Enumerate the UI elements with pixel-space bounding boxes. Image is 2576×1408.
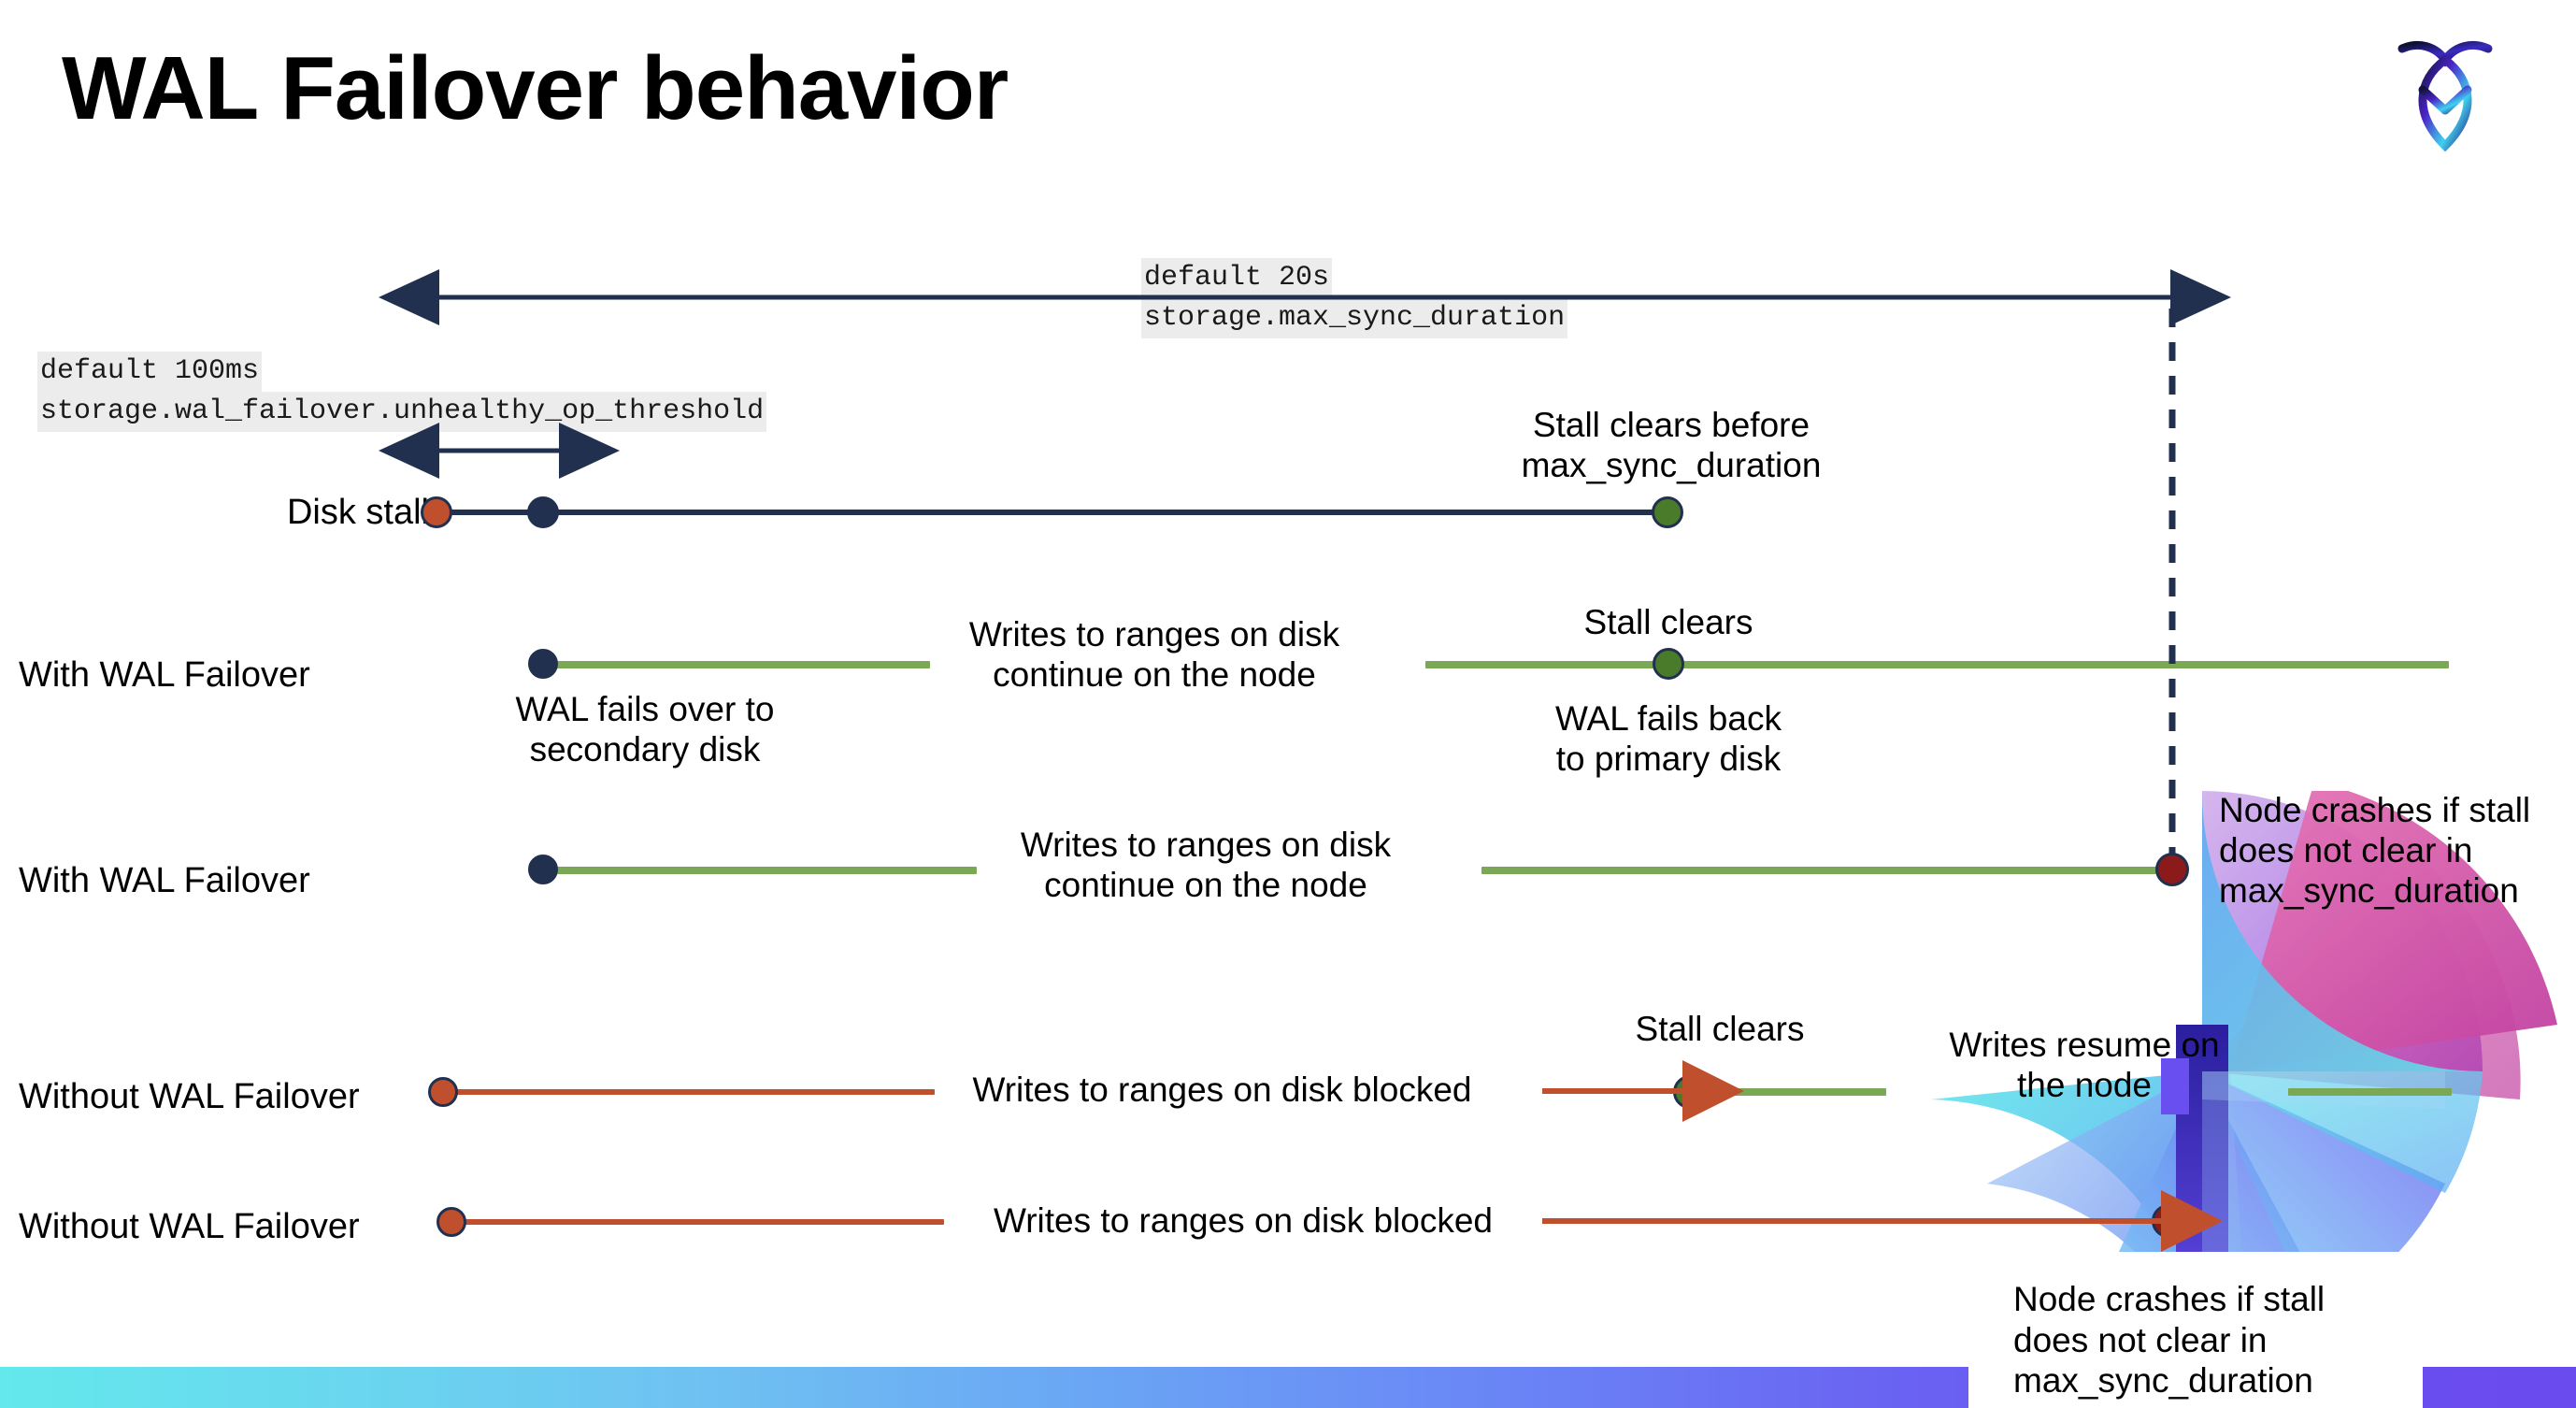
node-crash-dot-row5 (2152, 1204, 2185, 1238)
with-failover-crash-line-left (542, 867, 977, 874)
max-sync-default-label: default 20s (1141, 258, 1333, 299)
without-failover-blocked-line-left (449, 1089, 935, 1095)
max-sync-setting-label: storage.max_sync_duration (1141, 298, 1568, 339)
with-failover-line-right (1425, 661, 2449, 668)
note-writes-continue-row3: Writes to ranges on disk continue on the… (1020, 826, 1392, 904)
note-writes-continue-row2: Writes to ranges on disk continue on the… (968, 615, 1340, 694)
wal-failover-crash-start-dot (528, 855, 558, 884)
unhealthy-op-setting-label: storage.wal_failover.unhealthy_op_thresh… (37, 392, 767, 433)
page-title: WAL Failover behavior (62, 38, 1009, 138)
note-writes-resume-node: Writes resume on the node (1949, 1026, 2220, 1104)
unhealthy-op-default-label: default 100ms (37, 352, 263, 393)
disk-stall-clear-dot (1652, 496, 1683, 528)
wal-failover-trigger-dot (527, 496, 559, 528)
without-failover-resume-line-far (2288, 1088, 2452, 1096)
without-failover-crash-start-dot (436, 1207, 466, 1237)
wal-failover-start-dot (528, 649, 558, 679)
node-crash-dot-row3 (2155, 853, 2189, 886)
without-failover-resume-line (1699, 1088, 1886, 1096)
without-failover-clear-dot (1673, 1075, 1707, 1109)
with-failover-crash-line-right (1481, 867, 2173, 874)
row-label-with-wal-failover-clears: With WAL Failover (19, 655, 310, 695)
wal-failover-clear-dot (1653, 648, 1684, 680)
note-stall-clears-row2: Stall clears (1583, 603, 1753, 641)
note-writes-blocked-row5: Writes to ranges on disk blocked (993, 1201, 1494, 1240)
without-failover-stall-start-dot (428, 1077, 458, 1107)
disk-stall-start-dot (421, 496, 452, 528)
with-failover-line-left (542, 661, 930, 668)
row-label-with-wal-failover-crash: With WAL Failover (19, 861, 310, 900)
without-failover-crash-line-left (458, 1219, 944, 1225)
cockroachdb-logo-icon (2385, 28, 2505, 157)
disk-stalls-timeline-line (439, 510, 1673, 515)
row-label-without-wal-failover-crash: Without WAL Failover (19, 1207, 360, 1246)
row-label-disk-stalls: Disk stalls (286, 493, 447, 532)
note-stall-clears-before-max-sync: Stall clears before max_sync_duration (1521, 406, 1822, 484)
note-node-crashes-row5: Node crashes if stall does not clear in … (2013, 1280, 2326, 1401)
note-wal-fails-over-secondary: WAL fails over to secondary disk (515, 690, 775, 769)
callout-panel: Node crashes if stall does not clear in … (1993, 1262, 2423, 1408)
note-node-crashes-row3: Node crashes if stall does not clear in … (2219, 791, 2531, 910)
note-writes-blocked-row4: Writes to ranges on disk blocked (972, 1070, 1472, 1109)
note-stall-clears-row4: Stall clears (1635, 1010, 1805, 1048)
row-label-without-wal-failover-clears: Without WAL Failover (19, 1077, 360, 1116)
note-wal-fails-back-primary: WAL fails back to primary disk (1555, 699, 1782, 778)
